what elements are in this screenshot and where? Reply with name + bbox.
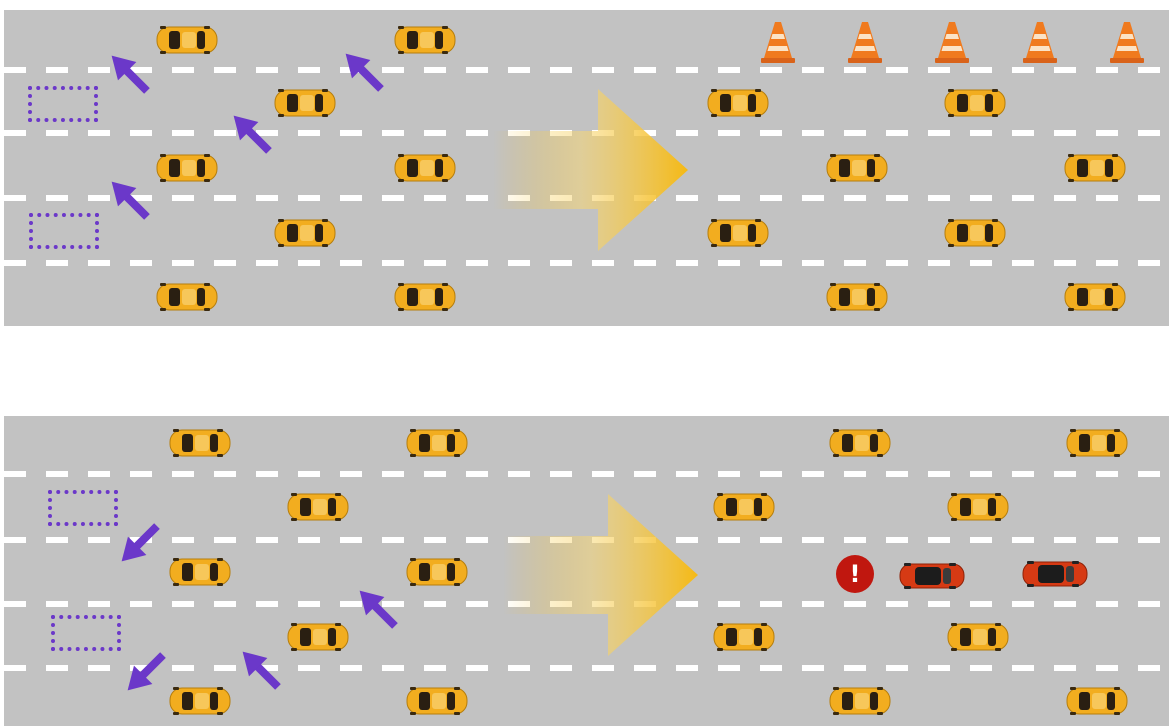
yellow-taxi-car-icon — [274, 88, 336, 118]
empty-parking-slot — [51, 615, 121, 651]
flow-direction-arrow-icon — [502, 494, 698, 656]
traffic-cone-icon — [759, 20, 797, 64]
flow-direction-arrow-icon — [492, 89, 688, 251]
svg-text:!: ! — [850, 560, 861, 588]
traffic-cone-icon — [1108, 20, 1146, 64]
purple-arrow-icon — [348, 579, 408, 639]
yellow-taxi-car-icon — [287, 492, 349, 522]
yellow-taxi-car-icon — [826, 153, 888, 183]
purple-arrow-icon — [100, 170, 160, 230]
yellow-taxi-car-icon — [156, 25, 218, 55]
yellow-taxi-car-icon — [156, 282, 218, 312]
yellow-taxi-car-icon — [707, 218, 769, 248]
yellow-taxi-car-icon — [947, 622, 1009, 652]
purple-arrow-icon — [100, 44, 160, 104]
yellow-taxi-car-icon — [1066, 428, 1128, 458]
yellow-taxi-car-icon — [169, 686, 231, 716]
lane-divider — [4, 67, 1169, 73]
traffic-cone-icon — [1021, 20, 1059, 64]
empty-parking-slot — [48, 490, 118, 526]
yellow-taxi-car-icon — [1064, 153, 1126, 183]
yellow-taxi-car-icon — [707, 88, 769, 118]
yellow-taxi-car-icon — [274, 218, 336, 248]
empty-parking-slot — [29, 213, 99, 249]
purple-arrow-icon — [222, 104, 282, 164]
traffic-cone-icon — [846, 20, 884, 64]
lane-divider — [4, 260, 1169, 266]
red-car-icon — [1022, 559, 1088, 589]
red-car-icon — [899, 561, 965, 591]
yellow-taxi-car-icon — [947, 492, 1009, 522]
yellow-taxi-car-icon — [829, 686, 891, 716]
yellow-taxi-car-icon — [394, 153, 456, 183]
purple-arrow-icon — [231, 640, 291, 700]
purple-arrow-icon — [334, 42, 394, 102]
yellow-taxi-car-icon — [394, 282, 456, 312]
traffic-cone-icon — [933, 20, 971, 64]
yellow-taxi-car-icon — [944, 218, 1006, 248]
yellow-taxi-car-icon — [406, 428, 468, 458]
yellow-taxi-car-icon — [713, 492, 775, 522]
yellow-taxi-car-icon — [944, 88, 1006, 118]
yellow-taxi-car-icon — [829, 428, 891, 458]
warning-exclamation-icon: ! — [834, 553, 876, 595]
yellow-taxi-car-icon — [826, 282, 888, 312]
purple-arrow-icon — [110, 513, 170, 573]
yellow-taxi-car-icon — [713, 622, 775, 652]
yellow-taxi-car-icon — [406, 557, 468, 587]
lane-divider — [4, 471, 1169, 477]
yellow-taxi-car-icon — [406, 686, 468, 716]
yellow-taxi-car-icon — [1064, 282, 1126, 312]
empty-parking-slot — [28, 86, 98, 122]
yellow-taxi-car-icon — [169, 557, 231, 587]
yellow-taxi-car-icon — [1066, 686, 1128, 716]
yellow-taxi-car-icon — [287, 622, 349, 652]
yellow-taxi-car-icon — [394, 25, 456, 55]
yellow-taxi-car-icon — [156, 153, 218, 183]
purple-arrow-icon — [116, 642, 176, 702]
lane-divider — [4, 665, 1169, 671]
yellow-taxi-car-icon — [169, 428, 231, 458]
